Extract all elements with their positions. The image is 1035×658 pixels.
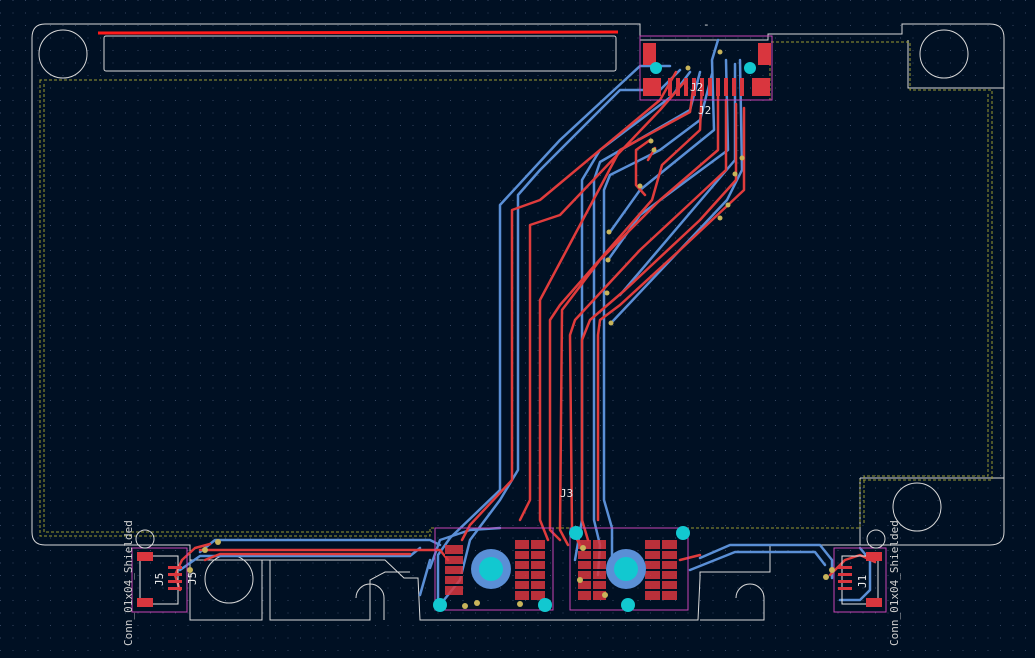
j2-plated-hole xyxy=(650,62,662,74)
vias[interactable] xyxy=(187,49,835,610)
j3-plated-hole xyxy=(479,557,503,581)
j5-mount-pad xyxy=(137,552,153,561)
footprint-j3[interactable]: J3 xyxy=(433,487,690,612)
j5-reference-label: J5 xyxy=(153,573,166,586)
j3-plated-hole xyxy=(569,526,583,540)
footprint-j1[interactable]: J1 Conn_01x04_Shielded xyxy=(833,520,901,646)
j3-plated-hole xyxy=(614,557,638,581)
j2-plated-hole xyxy=(744,62,756,74)
j2-signal-pads xyxy=(668,78,744,96)
j3-plated-hole xyxy=(433,598,447,612)
j5-fab-outline xyxy=(131,547,188,613)
highlight-line[interactable] xyxy=(97,30,619,35)
j5-signal-pads xyxy=(168,566,182,590)
j2-reference-label: J2 xyxy=(690,81,703,94)
j1-signal-pads xyxy=(838,566,852,590)
j3-pad-grid-lines xyxy=(445,540,677,600)
j2-pad xyxy=(643,43,656,65)
j1-mount-pad xyxy=(866,552,882,561)
j2-pad xyxy=(752,78,770,96)
j3-plated-hole xyxy=(621,598,635,612)
j3-reference-label: J3 xyxy=(560,487,573,500)
j3-plated-hole xyxy=(676,526,690,540)
j1-fab-outline xyxy=(833,547,887,613)
footprint-j5[interactable]: J5 J5 Conn_01x04_Shielded xyxy=(122,520,199,646)
j2-pad xyxy=(643,78,661,96)
j2-pad xyxy=(758,43,771,65)
board-edge-outline xyxy=(31,23,1005,621)
top-marker: - xyxy=(703,18,710,31)
j1-reference-label: J1 xyxy=(856,575,869,588)
right-connector-value-label: Conn_01x04_Shielded xyxy=(888,520,901,646)
j5-alt-reference-label: J5 xyxy=(186,572,199,585)
footprint-j2[interactable]: J2 J2 - xyxy=(639,18,773,117)
j3-fab-outline xyxy=(434,527,554,611)
j2-fab-outline xyxy=(639,35,773,101)
left-connector-value-label: Conn_01x04_Shielded xyxy=(122,520,135,646)
j5-mount-pad xyxy=(137,598,153,607)
j5-hole xyxy=(135,529,155,549)
j2-value-label: J2 xyxy=(698,104,711,117)
j1-hole xyxy=(866,529,886,549)
j1-mount-pad xyxy=(866,598,882,607)
j3-plated-hole xyxy=(538,598,552,612)
